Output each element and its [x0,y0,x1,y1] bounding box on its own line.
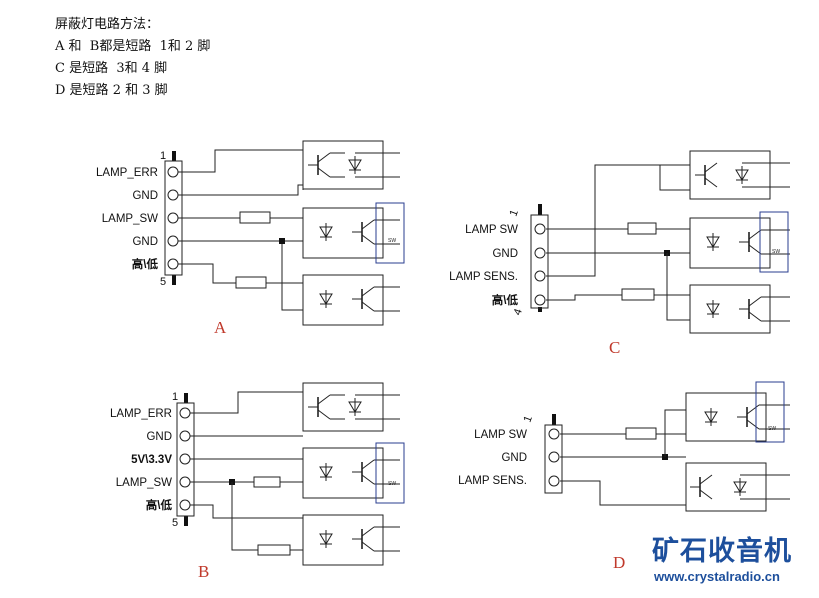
resistor [235,276,267,289]
connector-pins [534,223,546,306]
pin-label: GND [501,452,527,464]
diagram-a: 1 5 LAMP_ERR GND LAMP_SW GND 高\低 [96,140,405,337]
pin-label: LAMP_ERR [110,408,172,420]
switch-box [755,381,785,443]
diagram-letter: B [198,562,209,581]
optocoupler [302,382,384,432]
switch-box [759,211,789,273]
resistor [627,222,657,235]
optocoupler [302,514,384,566]
pin-label: GND [146,431,172,443]
optocoupler [689,150,771,200]
connector [544,424,563,494]
pin-end-number: 5 [172,517,178,529]
pin-start-number: 1 [160,150,166,162]
optocoupler [302,207,384,259]
switch-label: SW [768,426,776,432]
pin-label: LAMP_SW [102,213,158,225]
diagram-d: 1 LAMP SW GND LAMP SENS. SW D [458,381,790,572]
pin-label: LAMP SENS. [449,271,518,283]
diagram-letter: C [609,338,620,357]
pin-label: LAMP_ERR [96,167,158,179]
optocoupler [689,284,771,334]
optocoupler [302,274,384,326]
optocoupler [685,462,767,512]
diagram-b: 1 5 LAMP_ERR GND 5V\3.3V LAMP_SW 高\低 [110,382,405,581]
resistor [625,427,657,440]
pin-label: LAMP SW [465,224,518,236]
pin-end-number: 5 [160,276,166,288]
connector-pins [167,166,179,270]
pin-label: 高\低 [492,293,519,307]
diagram-letter: A [214,318,227,337]
optocoupler [302,447,384,499]
diagram-c: 1 4 LAMP SW GND LAMP SENS. 高\低 [449,150,790,357]
pin-label: LAMP_SW [116,477,172,489]
pin-end-number: 4 [512,307,525,317]
pin-label: 5V\3.3V [131,454,172,466]
connector-pins [548,428,560,487]
resistor [257,544,291,556]
connector-pins [179,407,191,511]
instruction-c: C 是短路 3和 4 脚 [55,61,168,76]
switch-box [375,442,405,504]
instructions-title: 屏蔽灯电路方法： [55,17,160,32]
optocoupler [689,217,771,269]
logo-title: 矿石收音机 [652,536,792,567]
switch-box [375,202,405,264]
switch-label: SW [772,249,780,255]
optocoupler [302,140,384,190]
pin-label: 高\低 [146,498,173,512]
site-logo: 矿石收音机 www.crystalradio.cn [652,536,792,586]
pin-start-number: 1 [522,414,535,424]
resistor [621,288,655,301]
pin-label: LAMP SW [474,429,527,441]
optocoupler [685,392,767,442]
instruction-d: D 是短路 2 和 3 脚 [55,83,168,98]
pin-label: GND [132,190,158,202]
instruction-ab: A 和 B都是短路 1和 2 脚 [55,39,211,54]
pin-start-number: 1 [508,208,521,218]
resistor [239,211,271,224]
instructions: 屏蔽灯电路方法： A 和 B都是短路 1和 2 脚 C 是短路 3和 4 脚 D… [55,14,210,102]
pin-label: LAMP SENS. [458,475,527,487]
junction-dot [279,238,285,244]
diagram-letter: D [613,553,625,572]
pin-label: GND [132,236,158,248]
pin-label: GND [492,248,518,260]
pin-start-number: 1 [172,391,178,403]
resistor [253,476,281,488]
connector [530,214,549,309]
switch-label: SW [388,238,396,244]
logo-url: www.crystalradio.cn [654,569,780,584]
pin-label: 高\低 [132,257,159,271]
switch-label: SW [388,481,396,487]
